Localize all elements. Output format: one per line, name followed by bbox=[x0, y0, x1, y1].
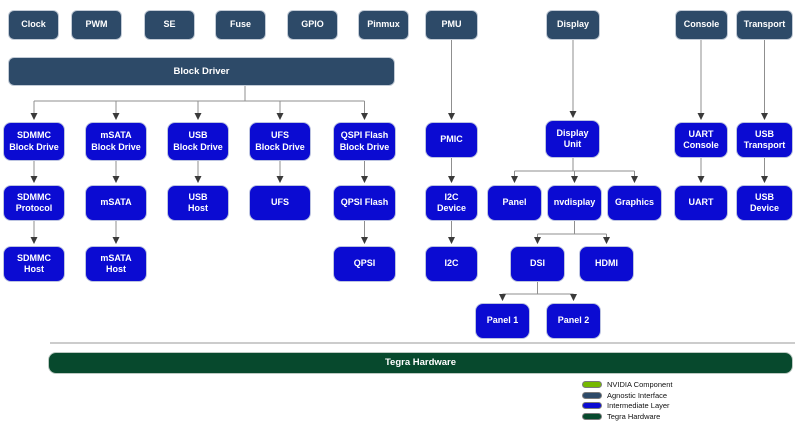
node-i2c: I2C bbox=[425, 246, 478, 282]
node-uart-console: UART Console bbox=[674, 122, 728, 158]
legend-item-nvidia-component: NVIDIA Component bbox=[582, 381, 672, 389]
legend-swatch-nvidia-component bbox=[582, 381, 602, 389]
node-dsi: DSI bbox=[510, 246, 565, 282]
legend-label: NVIDIA Component bbox=[607, 380, 673, 389]
node-tegra-hardware: Tegra Hardware bbox=[48, 352, 793, 374]
legend-swatch-agnostic-interface bbox=[582, 391, 602, 399]
node-block-driver: Block Driver bbox=[8, 57, 395, 86]
node-qpsi: QPSI bbox=[333, 246, 396, 282]
node-ufs-block-drive: UFS Block Drive bbox=[249, 122, 311, 161]
node-msata-block-drive: mSATA Block Drive bbox=[85, 122, 147, 161]
node-pmu: PMU bbox=[425, 10, 478, 40]
node-i2c-device: I2C Device bbox=[425, 185, 478, 221]
legend-swatch-intermediate-layer bbox=[582, 402, 602, 410]
node-display: Display bbox=[546, 10, 600, 40]
node-msata: mSATA bbox=[85, 185, 147, 221]
legend-label: Intermediate Layer bbox=[607, 401, 670, 410]
node-usb-device: USB Device bbox=[736, 185, 793, 221]
node-sdmmc-protocol: SDMMC Protocol bbox=[3, 185, 65, 221]
node-console: Console bbox=[675, 10, 728, 40]
node-display-unit: Display Unit bbox=[545, 120, 600, 158]
node-graphics: Graphics bbox=[607, 185, 662, 221]
node-panel-1: Panel 1 bbox=[475, 303, 530, 339]
node-clock: Clock bbox=[8, 10, 59, 40]
node-fuse: Fuse bbox=[215, 10, 266, 40]
node-sdmmc-host: SDMMC Host bbox=[3, 246, 65, 282]
node-nvdisplay: nvdisplay bbox=[547, 185, 602, 221]
node-pinmux: Pinmux bbox=[358, 10, 409, 40]
legend-item-intermediate-layer: Intermediate Layer bbox=[582, 402, 672, 410]
legend: NVIDIA Component Agnostic Interface Inte… bbox=[582, 381, 672, 420]
node-uart: UART bbox=[674, 185, 728, 221]
legend-label: Agnostic Interface bbox=[607, 390, 668, 400]
legend-item-tegra-hardware: Tegra Hardware bbox=[582, 411, 672, 421]
node-transport: Transport bbox=[736, 10, 793, 40]
node-usb-transport: USB Transport bbox=[736, 122, 793, 158]
node-sdmmc-block-drive: SDMMC Block Drive bbox=[3, 122, 65, 161]
node-usb-host: USB Host bbox=[167, 185, 229, 221]
node-panel: Panel bbox=[487, 185, 542, 221]
node-qpsi-flash: QPSI Flash bbox=[333, 185, 396, 221]
node-msata-host: mSATA Host bbox=[85, 246, 147, 282]
node-pwm: PWM bbox=[71, 10, 122, 40]
node-panel-2: Panel 2 bbox=[546, 303, 601, 339]
legend-swatch-tegra-hardware bbox=[582, 412, 602, 420]
node-qspi-flash-block-drive: QSPI Flash Block Drive bbox=[333, 122, 396, 161]
node-se: SE bbox=[144, 10, 195, 40]
node-usb-block-drive: USB Block Drive bbox=[167, 122, 229, 161]
node-ufs: UFS bbox=[249, 185, 311, 221]
legend-label: Tegra Hardware bbox=[607, 411, 661, 421]
node-hdmi: HDMI bbox=[579, 246, 634, 282]
legend-item-agnostic-interface: Agnostic Interface bbox=[582, 390, 672, 400]
node-gpio: GPIO bbox=[287, 10, 338, 40]
node-pmic: PMIC bbox=[425, 122, 478, 158]
